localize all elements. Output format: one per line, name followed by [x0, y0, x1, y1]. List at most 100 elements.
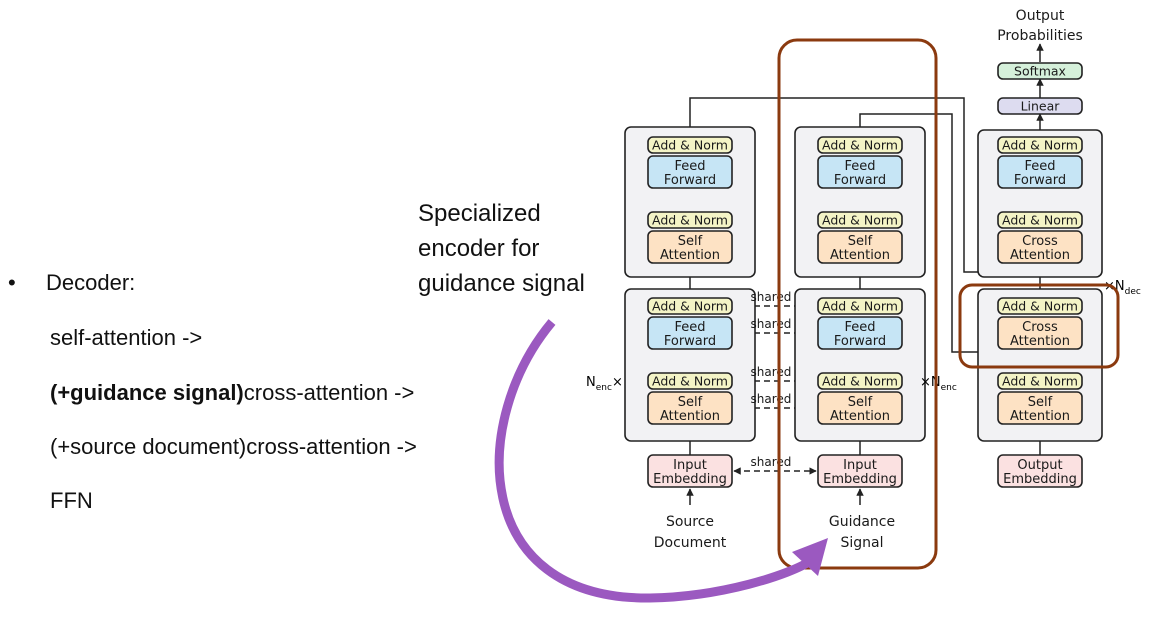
source-encoder-upper-feed-forward-label-1: Feed — [674, 159, 705, 174]
source-encoder-upper-feed-forward-label-2: Forward — [664, 173, 716, 188]
decoder-self-attention-label-2: Attention — [1010, 409, 1070, 424]
source-encoder-lower-ffn-add-norm-label: Add & Norm — [652, 299, 728, 314]
shared-label-add-norm-self: shared — [751, 365, 792, 379]
source-encoder-upper-feed-forward-box — [647, 155, 733, 189]
decoder-cross-2-add-norm-label: Add & Norm — [1002, 213, 1078, 228]
step-3-text: (+source document)cross-attention -> — [50, 434, 417, 459]
decoder-feed-forward-box — [997, 155, 1083, 189]
guidance-encoder-upper-feed-forward-box — [817, 155, 903, 189]
decoder-output-embedding-label-2: Embedding — [1003, 472, 1077, 487]
decoder-cross-attention-source-box — [997, 230, 1083, 264]
decoder-output-embedding-box — [997, 454, 1083, 488]
guidance-encoder-lower-self-add-norm-box — [817, 372, 903, 390]
guidance-encoder-upper-feed-forward-label-1: Feed — [844, 159, 875, 174]
guidance-encoder-lower-self-attention-box — [817, 391, 903, 425]
guidance-encoder-highlight — [777, 38, 938, 570]
source-encoder-lower-self-add-norm-box — [647, 372, 733, 390]
source-encoder-upper-self-attention-label-1: Self — [678, 234, 703, 249]
decoder-cross-attention-guidance-label-2: Attention — [1010, 334, 1070, 349]
decoder-cross-1-add-norm-label: Add & Norm — [1002, 299, 1078, 314]
softmax-label: Softmax — [1014, 64, 1066, 79]
shared-label-add-norm-ffn: shared — [751, 290, 792, 304]
annotation-line-3: guidance signal — [418, 270, 585, 297]
decoder-ffn-add-norm-box — [997, 136, 1083, 154]
guidance-encoder-upper-ffn-add-norm-label: Add & Norm — [822, 138, 898, 153]
source-encoder-lower-self-attention-label-1: Self — [678, 395, 703, 410]
step-2-text: cross-attention -> — [243, 380, 415, 405]
guidance-signal-label-2: Signal — [840, 535, 883, 551]
decoder-cross-attention-guidance-label-1: Cross — [1022, 320, 1058, 335]
decoder-step-1: self-attention -> — [50, 325, 202, 351]
decoder-cross-attention-guidance-box — [997, 316, 1083, 350]
annotation-line-1: Specialized — [418, 200, 541, 227]
source-encoder-lower-self-attention-label-2: Attention — [660, 409, 720, 424]
decoder-self-add-norm-box — [997, 372, 1083, 390]
guidance-encoder-lower-feed-forward-box — [817, 316, 903, 350]
step-2-bold: (+guidance signal) — [50, 380, 244, 405]
guidance-encoder-lower-ffn-add-norm-box — [817, 297, 903, 315]
decoder-feed-forward-label-1: Feed — [1024, 159, 1055, 174]
source-encoder-upper-self-add-norm-box — [647, 211, 733, 229]
softmax-box — [997, 62, 1083, 80]
decoder-ffn-add-norm-label: Add & Norm — [1002, 138, 1078, 153]
decoder-step-3: (+source document)cross-attention -> — [50, 434, 417, 460]
guidance-encoder-upper-feed-forward-label-2: Forward — [834, 173, 886, 188]
decoder-self-add-norm-label: Add & Norm — [1002, 374, 1078, 389]
decoder-step-2: (+guidance signal)cross-attention -> — [50, 380, 414, 406]
decoder-output-embedding-label-1: Output — [1017, 458, 1062, 473]
decoder-heading: Decoder: — [46, 270, 136, 295]
guidance-encoder-lower-self-attention-label-1: Self — [848, 395, 873, 410]
guidance-encoder-upper-self-attention-label-2: Attention — [830, 248, 890, 263]
guidance-encoder-lower-feed-forward-label-1: Feed — [844, 320, 875, 335]
linear-label: Linear — [1021, 99, 1061, 114]
decoder-self-attention-label-1: Self — [1028, 395, 1053, 410]
guidance-encoder-input-embedding-label-1: Input — [843, 458, 877, 473]
step-4-text: FFN — [50, 488, 93, 513]
decoder-step-4: FFN — [50, 488, 93, 514]
decoder-self-attention-box — [997, 391, 1083, 425]
output-probabilities-label-1: Output — [1016, 8, 1065, 24]
source-encoder-lower-feed-forward-box — [647, 316, 733, 350]
guidance-encoder-upper-self-attention-box — [817, 230, 903, 264]
source-encoder-lower-ffn-add-norm-box — [647, 297, 733, 315]
curved-arrow-shaft — [494, 319, 815, 603]
source-encoder-input-embedding-label-1: Input — [673, 458, 707, 473]
decoder-cross-1-add-norm-box — [997, 297, 1083, 315]
source-document-label-1: Source — [666, 514, 714, 530]
guidance-encoder-upper-self-add-norm-label: Add & Norm — [822, 213, 898, 228]
highlight-layer — [494, 38, 1120, 603]
source-encoder-input-embedding-label-2: Embedding — [653, 472, 727, 487]
source-encoder-upper-ffn-add-norm-box — [647, 136, 733, 154]
guidance-encoder-lower-self-attention-label-2: Attention — [830, 409, 890, 424]
guidance-encoder-lower-ffn-add-norm-label: Add & Norm — [822, 299, 898, 314]
source-encoder-input-embedding-box — [647, 454, 733, 488]
shared-label-feed-forward: shared — [751, 317, 792, 331]
source-encoder-upper-self-add-norm-label: Add & Norm — [652, 213, 728, 228]
guidance-encoder-input-embedding-box — [817, 454, 903, 488]
curved-arrow-head — [792, 538, 828, 576]
n-enc-left-label: Nenc× — [586, 375, 623, 393]
source-encoder-upper-ffn-add-norm-label: Add & Norm — [652, 138, 728, 153]
source-encoder-upper-self-attention-box — [647, 230, 733, 264]
decoder-cross-attention-source-label-2: Attention — [1010, 248, 1070, 263]
decoder-feed-forward-label-2: Forward — [1014, 173, 1066, 188]
step-1-text: self-attention -> — [50, 325, 203, 350]
guidance-encoder-upper-ffn-add-norm-box — [817, 136, 903, 154]
annotation-line-2: encoder for — [418, 235, 540, 262]
source-encoder-lower-feed-forward-label-2: Forward — [664, 334, 716, 349]
source-document-label-2: Document — [654, 535, 727, 551]
source-encoder-lower-self-add-norm-label: Add & Norm — [652, 374, 728, 389]
shared-label-input-embedding: shared — [751, 455, 792, 469]
guidance-cross-attention-highlight — [958, 283, 1120, 369]
output-probabilities-label-2: Probabilities — [997, 28, 1083, 44]
guidance-encoder-lower-self-add-norm-label: Add & Norm — [822, 374, 898, 389]
source-encoder-lower-self-attention-box — [647, 391, 733, 425]
guidance-encoder-upper-self-attention-label-1: Self — [848, 234, 873, 249]
shared-label-self-attention: shared — [751, 392, 792, 406]
decoder-cross-attention-source-label-1: Cross — [1022, 234, 1058, 249]
guidance-signal-label-1: Guidance — [829, 514, 895, 530]
decoder-cross-2-add-norm-box — [997, 211, 1083, 229]
source-encoder-upper-self-attention-label-2: Attention — [660, 248, 720, 263]
